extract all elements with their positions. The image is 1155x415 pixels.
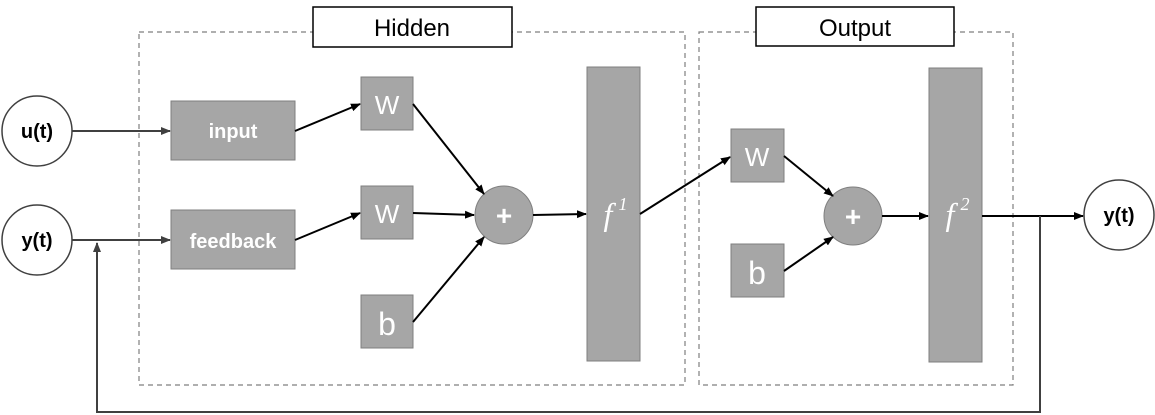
arrow-input-to-w1 — [294, 103, 361, 132]
output-activation: f 2 — [928, 67, 983, 363]
hidden-title-text: Hidden — [374, 15, 450, 42]
arrow-b-to-output-sum — [783, 236, 834, 272]
y-input-node: y(t) — [1, 204, 73, 276]
output-bias: b — [730, 243, 785, 298]
output-title-text: Output — [819, 15, 891, 42]
hidden-activation-sup: 1 — [619, 194, 628, 214]
y-input-node-label: y(t) — [21, 230, 52, 252]
output-sum-label: + — [845, 201, 861, 232]
input-box: input — [170, 100, 296, 161]
hidden-bias: b — [360, 294, 414, 349]
arrow-w2-to-sum — [412, 210, 475, 219]
feedback-box: feedback — [170, 209, 296, 270]
hidden-title: Hidden — [312, 6, 513, 48]
hidden-weight-1: W — [360, 76, 414, 131]
arrow-sum-to-f1 — [532, 210, 587, 219]
hidden-activation: f 1 — [586, 66, 641, 362]
output-bias-label: b — [748, 255, 766, 291]
input-box-label: input — [209, 121, 258, 143]
hidden-weight-2-label: W — [375, 199, 400, 229]
output-title: Output — [755, 6, 955, 47]
u-node-label: u(t) — [21, 121, 53, 143]
output-weight: W — [730, 128, 785, 183]
u-node: u(t) — [1, 95, 73, 167]
arrow-feedback-to-w2 — [294, 212, 361, 241]
output-weight-label: W — [745, 142, 770, 172]
arrow-f1-to-w — [639, 156, 731, 215]
arrow-w1-to-sum — [412, 103, 485, 195]
y-output-node-label: y(t) — [1103, 205, 1134, 227]
arrow-b-to-sum — [412, 236, 485, 323]
output-sum: + — [823, 186, 883, 246]
output-activation-sup: 2 — [961, 194, 970, 214]
hidden-bias-label: b — [378, 306, 396, 342]
feedback-loop-arrow — [93, 216, 1041, 413]
hidden-weight-1-label: W — [375, 90, 400, 120]
hidden-sum: + — [474, 185, 534, 245]
arrow-w-to-sum — [783, 155, 834, 197]
hidden-weight-2: W — [360, 185, 414, 240]
y-output-node: y(t) — [1083, 179, 1155, 251]
feedback-box-label: feedback — [190, 231, 278, 253]
hidden-sum-label: + — [496, 200, 512, 231]
